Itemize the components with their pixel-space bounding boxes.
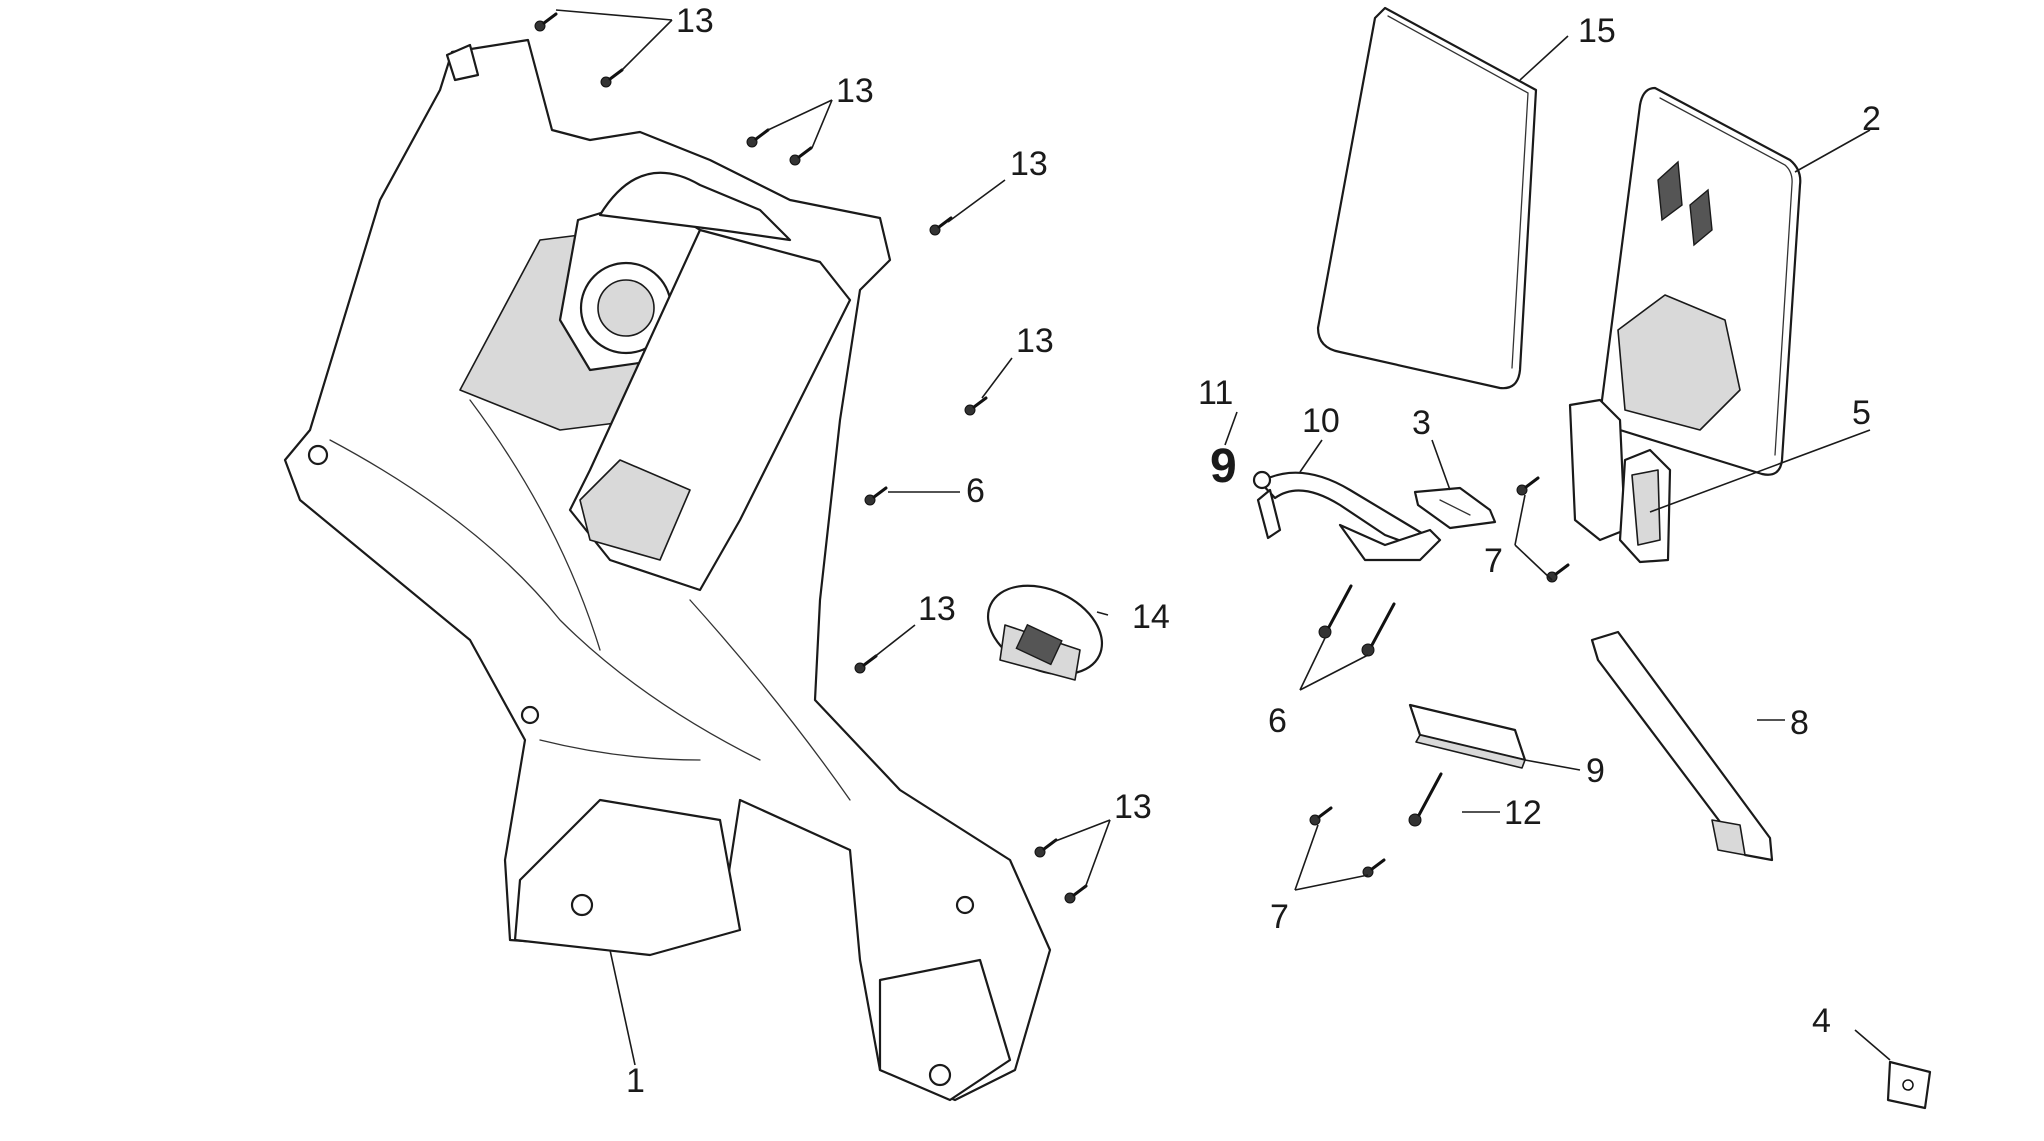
lock-cap-part-14 — [986, 584, 1104, 681]
screw-part-13 — [533, 12, 558, 33]
callout-5: 5 — [1852, 394, 1871, 432]
callout-9: 9 — [1586, 752, 1605, 790]
trim-part-8 — [1590, 630, 1774, 862]
panel-part-15 — [1316, 6, 1538, 390]
screw-part-6 — [863, 486, 888, 507]
screw-part-7 — [1308, 806, 1333, 827]
callout-1: 1 — [626, 1062, 645, 1100]
callout-14: 14 — [1132, 598, 1170, 636]
callout-10: 10 — [1302, 402, 1340, 440]
hinge-part-5 — [1568, 398, 1672, 564]
screw-part-12 — [1407, 772, 1443, 828]
callout-13: 13 — [836, 72, 874, 110]
callout-11: 11 — [1198, 374, 1233, 412]
screw-part-13 — [1033, 838, 1058, 859]
screw-part-13 — [928, 216, 953, 237]
callout-7: 7 — [1270, 898, 1289, 936]
screw-part-13 — [788, 146, 813, 167]
screw-part-13 — [853, 654, 878, 675]
screw-part-13 — [1063, 884, 1088, 905]
callout-13: 13 — [1016, 322, 1054, 360]
spring-part-11: 9 — [1210, 440, 1237, 493]
callout-3: 3 — [1412, 404, 1431, 442]
screw-part-7 — [1515, 476, 1540, 497]
callout-13: 13 — [676, 2, 714, 40]
leader-lines — [555, 9, 1891, 1066]
callout-13: 13 — [1114, 788, 1152, 826]
callout-4: 4 — [1812, 1002, 1831, 1040]
inner-shield-part-1 — [283, 38, 1052, 1102]
screw-part-6 — [1317, 584, 1353, 640]
callout-8: 8 — [1790, 704, 1809, 742]
latch-part-10 — [1252, 470, 1442, 562]
callout-6: 6 — [1268, 702, 1287, 740]
callout-13: 13 — [918, 590, 956, 628]
callout-7: 7 — [1484, 542, 1503, 580]
screw-part-13 — [963, 396, 988, 417]
screw-part-7 — [1361, 858, 1386, 879]
callout-2: 2 — [1862, 100, 1881, 138]
callout-labels: 1 2 3 4 5 6 6 7 7 8 9 10 11 12 13 13 13 … — [626, 2, 1881, 1100]
screw-part-7 — [1545, 563, 1570, 584]
clip-part-9 — [1408, 703, 1527, 769]
lid-part-2 — [1600, 86, 1802, 476]
screw-part-6 — [1360, 602, 1396, 658]
screw-part-13 — [745, 128, 770, 149]
callout-12: 12 — [1504, 794, 1542, 832]
screw-part-13 — [599, 68, 624, 89]
bracket-part-3 — [1413, 486, 1497, 530]
callout-6: 6 — [966, 472, 985, 510]
callout-13: 13 — [1010, 145, 1048, 183]
nut-part-4 — [1886, 1060, 1932, 1110]
callout-15: 15 — [1578, 12, 1616, 50]
